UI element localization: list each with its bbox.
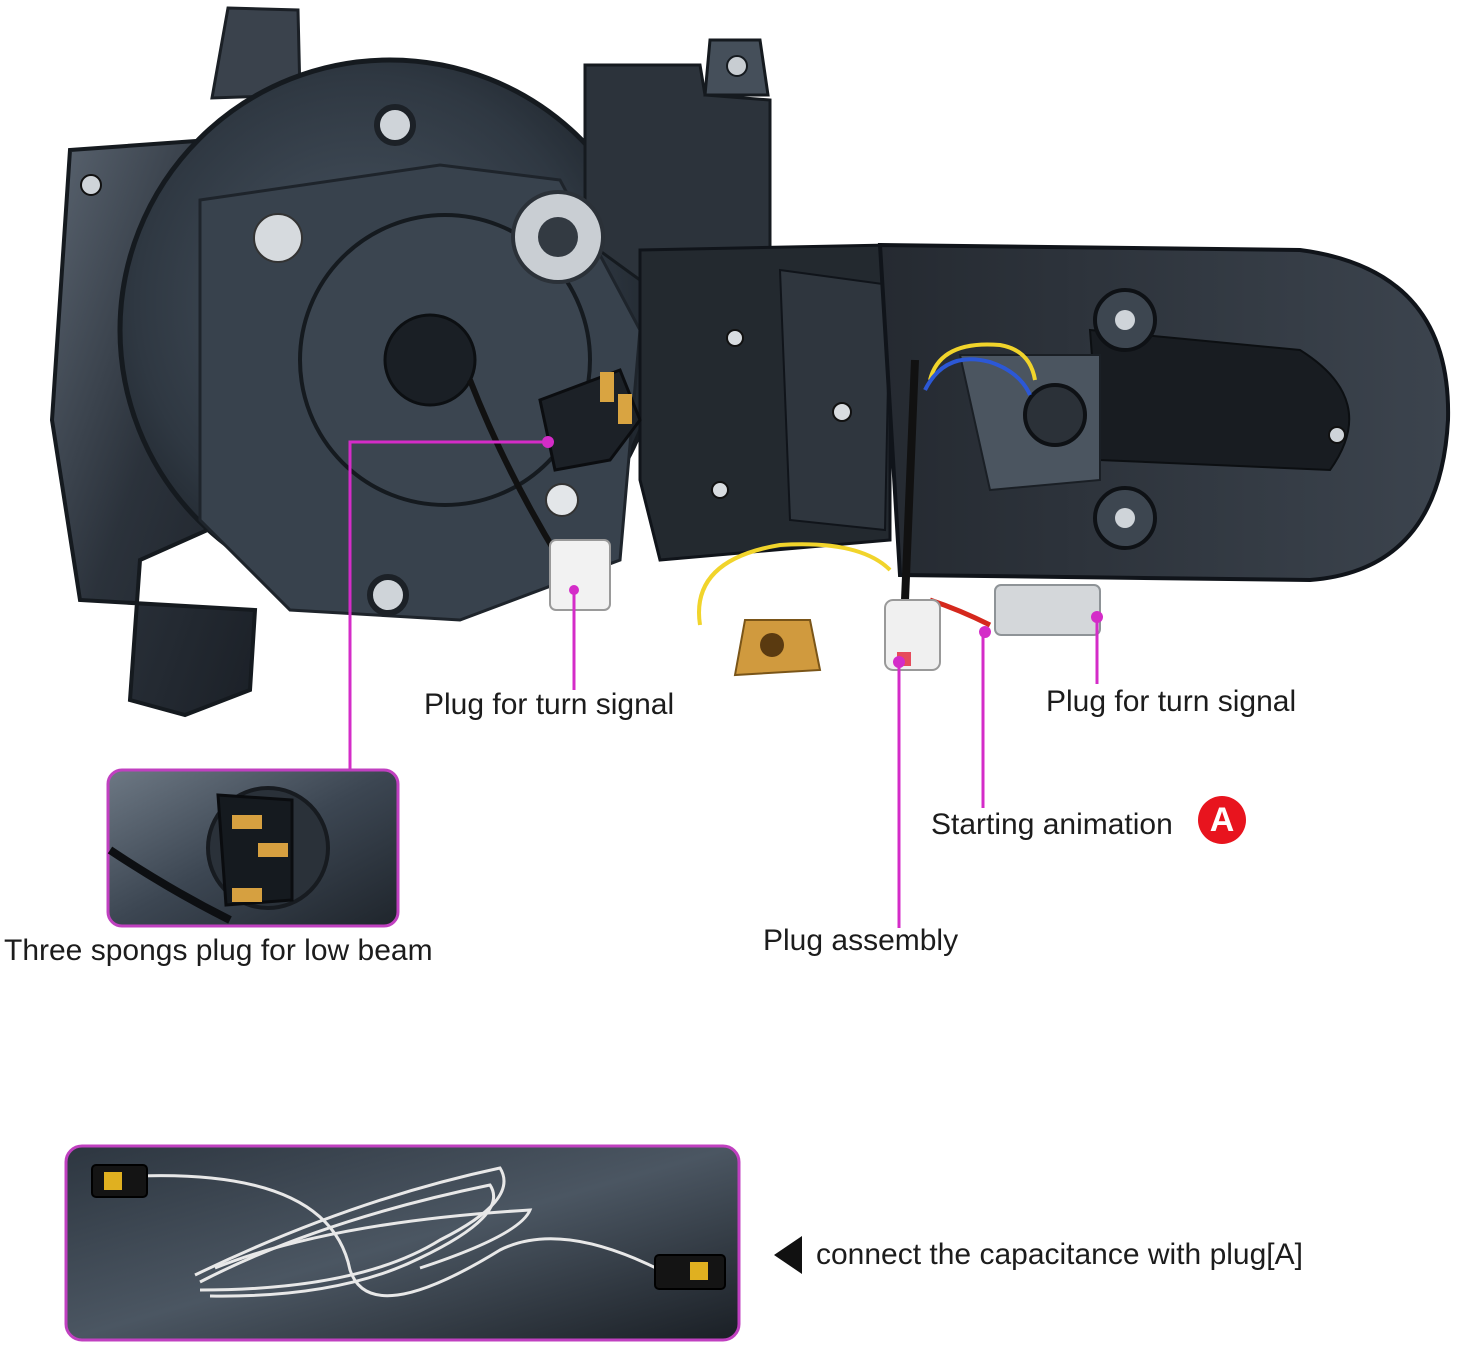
- pointer-arrow-left-icon: [774, 1236, 802, 1274]
- starting-animation-label: Starting animation: [931, 808, 1173, 841]
- capacitance-note-label: connect the capacitance with plug[A]: [816, 1238, 1303, 1271]
- headlight-housing: [49, 6, 1451, 718]
- capacitance-cable-inset: [64, 1144, 741, 1342]
- callout-low-beam-line: [348, 440, 548, 770]
- turn-signal-left-label: Plug for turn signal: [424, 688, 675, 721]
- plug-assembly-label: Plug assembly: [763, 924, 959, 957]
- badge-a-icon: A: [1198, 796, 1246, 844]
- turn-signal-right-label: Plug for turn signal: [1046, 685, 1297, 718]
- low-beam-plug-inset: [106, 768, 400, 928]
- low-beam-label: Three spongs plug for low beam: [4, 934, 433, 967]
- callout-lines: [348, 436, 1103, 928]
